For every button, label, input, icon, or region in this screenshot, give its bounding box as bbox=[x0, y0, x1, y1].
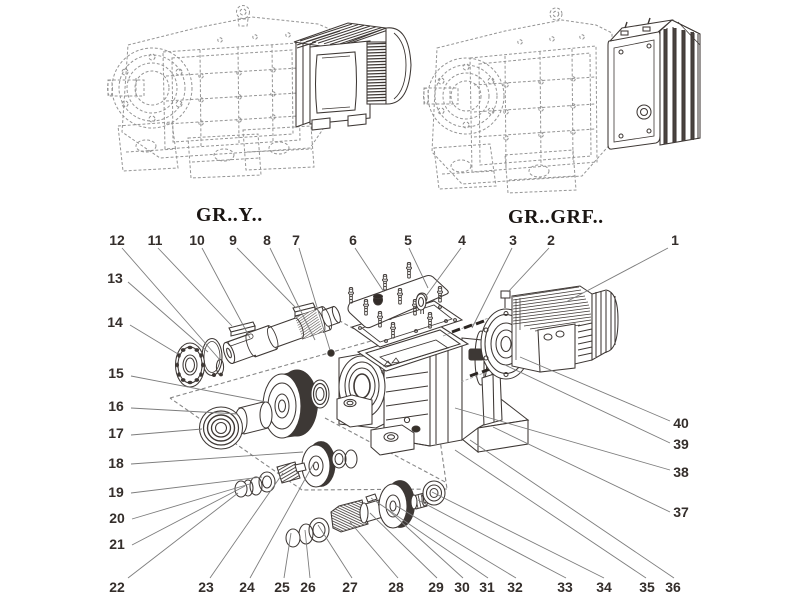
svg-text:15: 15 bbox=[108, 365, 124, 381]
svg-text:25: 25 bbox=[274, 579, 290, 595]
svg-text:29: 29 bbox=[428, 579, 444, 595]
svg-text:3: 3 bbox=[509, 232, 517, 248]
svg-text:27: 27 bbox=[342, 579, 358, 595]
svg-text:16: 16 bbox=[108, 398, 124, 414]
svg-text:10: 10 bbox=[189, 232, 205, 248]
svg-text:4: 4 bbox=[458, 232, 466, 248]
svg-text:11: 11 bbox=[148, 232, 163, 248]
svg-text:37: 37 bbox=[673, 504, 689, 520]
svg-text:5: 5 bbox=[404, 232, 412, 248]
svg-text:23: 23 bbox=[198, 579, 214, 595]
svg-text:30: 30 bbox=[454, 579, 470, 595]
svg-text:24: 24 bbox=[239, 579, 255, 595]
svg-text:7: 7 bbox=[292, 232, 300, 248]
svg-text:28: 28 bbox=[388, 579, 404, 595]
svg-text:13: 13 bbox=[107, 270, 123, 286]
svg-text:20: 20 bbox=[109, 510, 125, 526]
svg-text:26: 26 bbox=[300, 579, 316, 595]
svg-text:33: 33 bbox=[557, 579, 573, 595]
svg-text:2: 2 bbox=[547, 232, 555, 248]
svg-text:17: 17 bbox=[108, 425, 124, 441]
svg-text:32: 32 bbox=[507, 579, 523, 595]
svg-text:36: 36 bbox=[665, 579, 681, 595]
svg-text:19: 19 bbox=[108, 484, 124, 500]
svg-text:GR..GRF..: GR..GRF.. bbox=[508, 206, 604, 228]
svg-text:38: 38 bbox=[673, 464, 689, 480]
svg-text:31: 31 bbox=[479, 579, 495, 595]
svg-text:14: 14 bbox=[107, 314, 123, 330]
svg-text:39: 39 bbox=[673, 436, 689, 452]
svg-text:22: 22 bbox=[109, 579, 125, 595]
svg-text:35: 35 bbox=[639, 579, 655, 595]
svg-text:21: 21 bbox=[109, 536, 125, 552]
svg-text:8: 8 bbox=[263, 232, 271, 248]
svg-text:34: 34 bbox=[596, 579, 612, 595]
svg-text:GR..Y..: GR..Y.. bbox=[196, 204, 263, 226]
svg-text:1: 1 bbox=[671, 232, 679, 248]
svg-text:40: 40 bbox=[673, 415, 689, 431]
svg-text:18: 18 bbox=[108, 455, 124, 471]
svg-text:9: 9 bbox=[229, 232, 237, 248]
svg-text:12: 12 bbox=[109, 232, 125, 248]
svg-text:6: 6 bbox=[349, 232, 357, 248]
